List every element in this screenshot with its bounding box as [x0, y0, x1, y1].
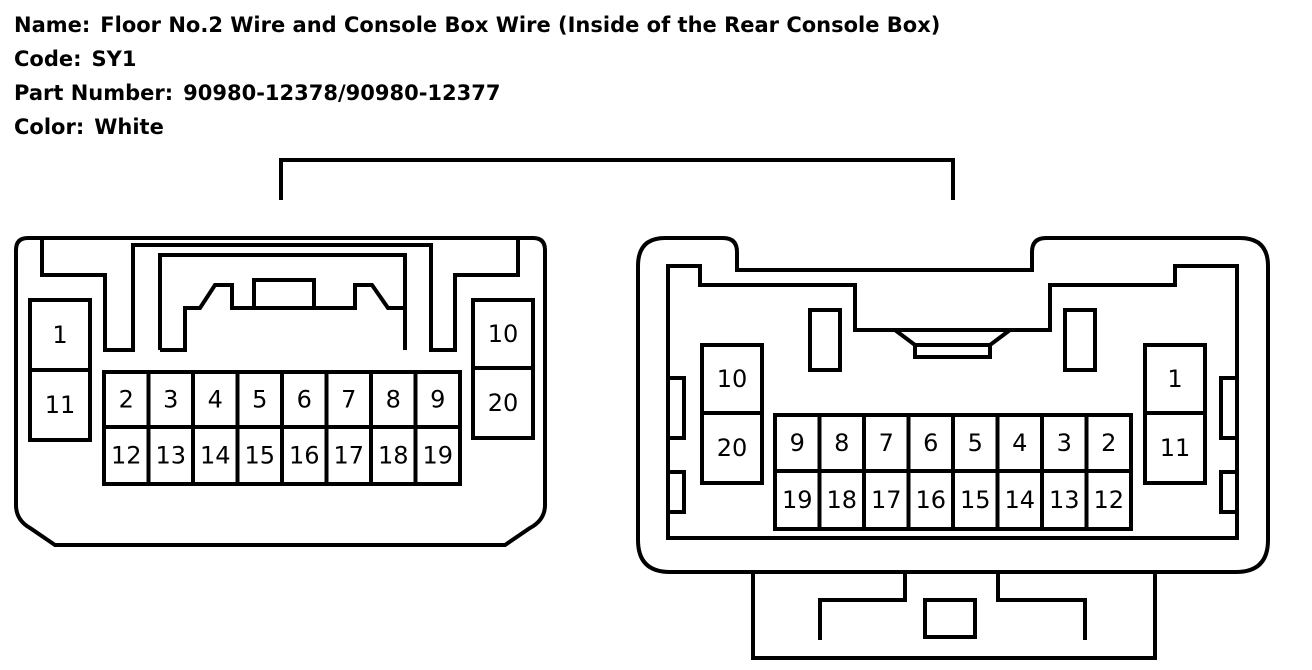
left-pin-grid: 2 3 4 5 6 7 8 9 12 13 14 15 16 17 18 19	[102, 370, 462, 486]
pin-label-13: 13	[1049, 486, 1080, 514]
pin-label-17: 17	[871, 486, 902, 514]
pin-label-8: 8	[386, 386, 401, 414]
color-line: Color: White	[14, 110, 940, 144]
pin-label-3: 3	[163, 386, 178, 414]
pin-label-14: 14	[200, 442, 231, 470]
pin-label-2: 2	[1101, 429, 1116, 457]
left-housing-outline	[14, 236, 547, 547]
pin-label-12: 12	[111, 442, 142, 470]
pin-label-4: 4	[1012, 429, 1027, 457]
color-label: Color:	[14, 115, 85, 139]
pin-label-9: 9	[790, 429, 805, 457]
pin-label-7: 7	[879, 429, 894, 457]
right-lock-extension	[751, 572, 1157, 660]
pin-label-18: 18	[826, 486, 857, 514]
pin-label-1: 1	[1167, 365, 1182, 393]
part-number-label: Part Number:	[14, 81, 174, 105]
pin-label-1: 1	[52, 321, 67, 349]
right-inner-contour	[666, 264, 1239, 540]
left-inner-contour	[40, 238, 520, 352]
pin-cavity-12	[1084, 469, 1133, 531]
right-latch-slot-right	[1063, 308, 1097, 372]
right-pin-grid: 9 8 7 6 5 4 3 2 19 18 17 16 15 14 13 12	[773, 413, 1133, 531]
pin-label-20: 20	[717, 434, 748, 462]
right-lock-button	[923, 598, 977, 639]
pin-label-5: 5	[252, 386, 267, 414]
pin-label-20: 20	[488, 389, 519, 417]
right-lock-extension-contour	[818, 572, 1087, 640]
pin-label-10: 10	[717, 365, 748, 393]
name-value: Floor No.2 Wire and Console Box Wire (In…	[100, 13, 941, 37]
pin-label-16: 16	[915, 486, 946, 514]
pin-label-15: 15	[244, 442, 275, 470]
pin-cavity-11	[1143, 411, 1207, 485]
pin-label-2: 2	[119, 386, 134, 414]
pin-label-6: 6	[923, 429, 938, 457]
pin-label-6: 6	[297, 386, 312, 414]
code-label: Code:	[14, 47, 82, 71]
left-lock-button	[252, 278, 316, 310]
code-value: SY1	[91, 47, 137, 71]
right-center-key	[913, 343, 992, 359]
name-label: Name:	[14, 13, 91, 37]
connector-info: Name: Floor No.2 Wire and Console Box Wir…	[14, 8, 940, 144]
pin-label-12: 12	[1093, 486, 1124, 514]
pin-label-11: 11	[1160, 434, 1191, 462]
pin-label-9: 9	[430, 386, 445, 414]
code-line: Code: SY1	[14, 42, 940, 76]
part-number-value: 90980-12378/90980-12377	[183, 81, 501, 105]
mating-bracket	[279, 158, 955, 200]
right-side-notch-right-lower	[1219, 470, 1239, 514]
pin-label-14: 14	[1004, 486, 1035, 514]
pin-label-10: 10	[488, 320, 519, 348]
pin-cavity-20	[471, 366, 535, 440]
pin-label-7: 7	[341, 386, 356, 414]
pin-label-11: 11	[45, 391, 76, 419]
left-lock-tab	[160, 283, 405, 352]
left-lock-frame	[158, 253, 407, 350]
pin-label-19: 19	[782, 486, 813, 514]
right-side-notch-left-upper	[666, 376, 686, 440]
part-number-line: Part Number: 90980-12378/90980-12377	[14, 76, 940, 110]
pin-label-4: 4	[208, 386, 223, 414]
pin-cavity-19	[413, 425, 462, 486]
right-latch-slot-left	[808, 308, 842, 372]
name-line: Name: Floor No.2 Wire and Console Box Wir…	[14, 8, 940, 42]
right-housing-outline	[636, 236, 1270, 574]
pin-label-5: 5	[968, 429, 983, 457]
right-side-notch-right-upper	[1219, 376, 1239, 440]
pin-label-15: 15	[960, 486, 991, 514]
color-value: White	[94, 115, 164, 139]
pin-label-17: 17	[333, 442, 364, 470]
pin-cavity-20	[700, 411, 764, 485]
pin-label-3: 3	[1057, 429, 1072, 457]
pin-label-19: 19	[422, 442, 453, 470]
pin-label-13: 13	[155, 442, 186, 470]
right-side-notch-left-lower	[666, 470, 686, 514]
pin-label-18: 18	[378, 442, 409, 470]
pin-cavity-11	[28, 368, 92, 442]
pin-label-16: 16	[289, 442, 320, 470]
pin-label-8: 8	[834, 429, 849, 457]
right-center-rib	[893, 328, 1012, 347]
